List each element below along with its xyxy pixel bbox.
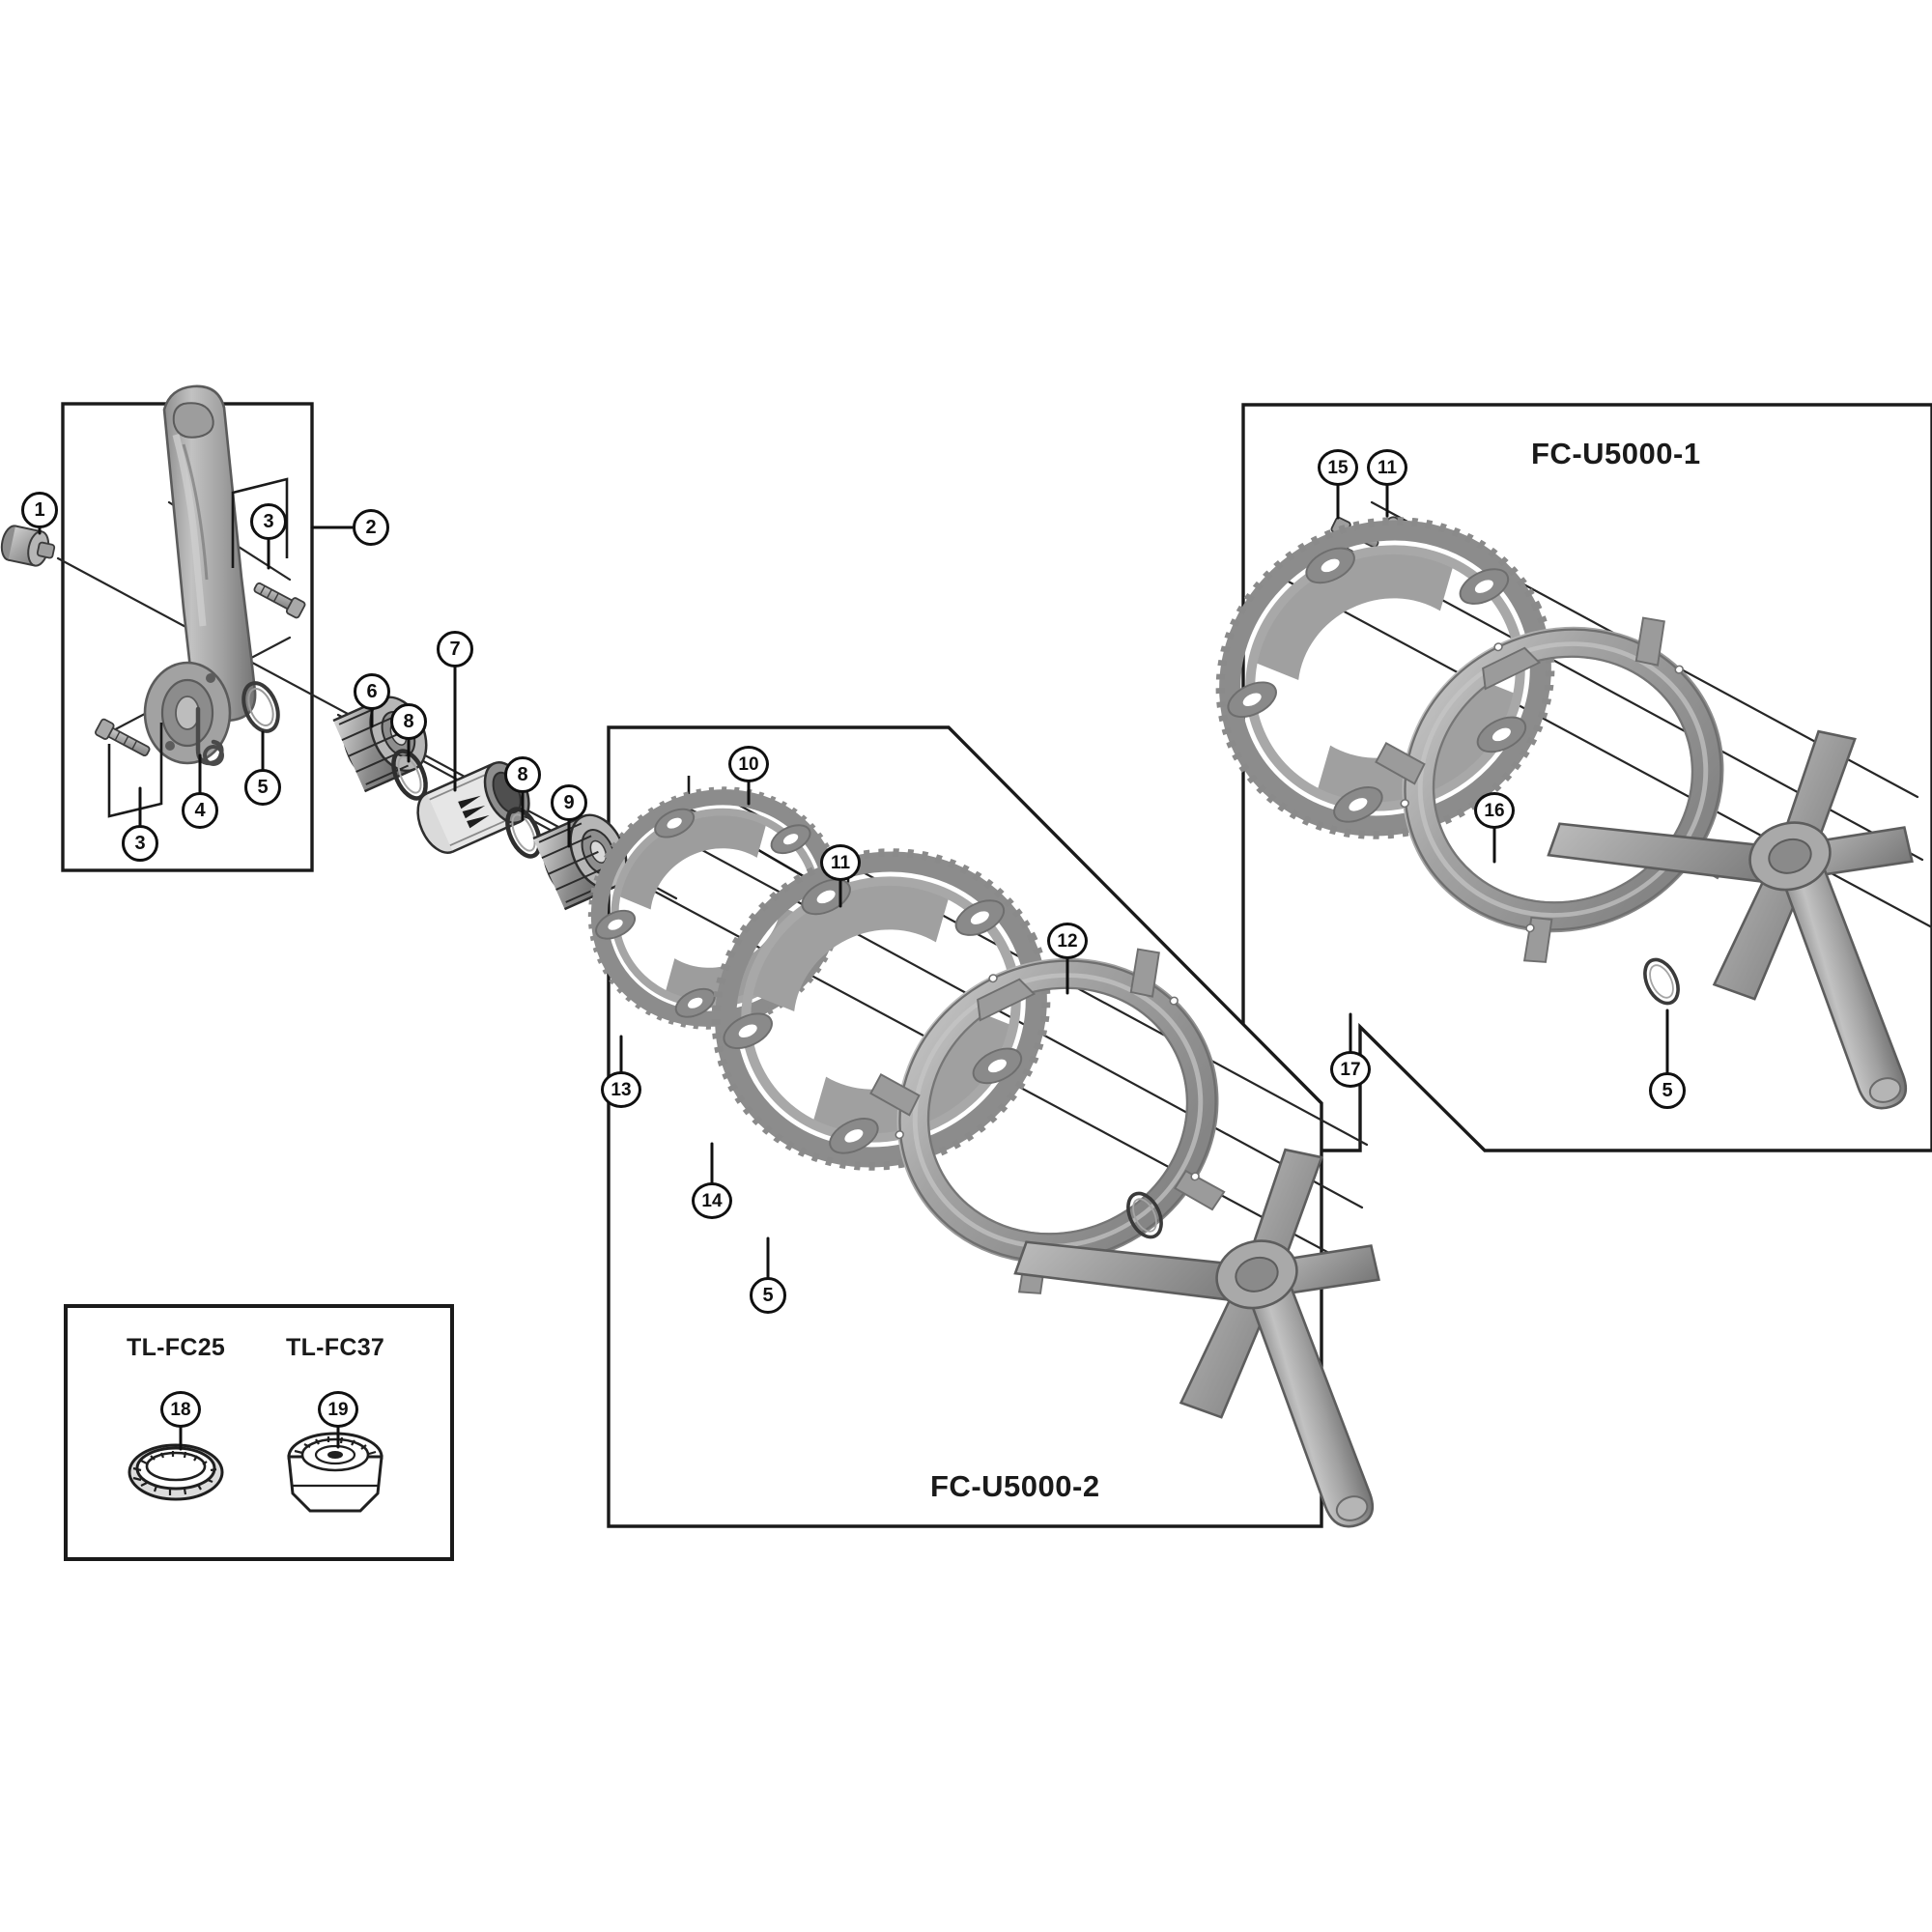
panel-label-fc-u5000-1: FC-U5000-1 — [1531, 437, 1701, 470]
part-3-bolt-upper — [253, 582, 306, 619]
panel-tools — [64, 1304, 454, 1561]
panel-label-fc-u5000-2: FC-U5000-2 — [930, 1469, 1100, 1503]
part-3-bolt-lower — [95, 718, 151, 757]
callout-2[interactable]: 2 — [353, 509, 389, 546]
callout-7[interactable]: 7 — [437, 631, 473, 668]
part-1-end-cap — [0, 525, 56, 567]
callout-11-u1[interactable]: 11 — [1367, 449, 1407, 486]
callout-8-left[interactable]: 8 — [390, 703, 427, 740]
part-8-ring-right — [505, 807, 542, 859]
callout-13[interactable]: 13 — [601, 1071, 641, 1108]
callout-15[interactable]: 15 — [1318, 449, 1358, 486]
callout-leaders — [38, 484, 1669, 1451]
part-5-o-ring-u2 — [1126, 1191, 1163, 1239]
callout-3-upper[interactable]: 3 — [250, 503, 287, 540]
callout-19[interactable]: 19 — [318, 1391, 358, 1428]
fc-u5000-1-assembly — [1167, 466, 1932, 1180]
callout-5-left[interactable]: 5 — [244, 769, 281, 806]
callout-17[interactable]: 17 — [1330, 1051, 1371, 1088]
tool-label-tl-fc37: TL-FC37 — [286, 1334, 385, 1361]
callout-1[interactable]: 1 — [21, 492, 58, 528]
part-2-left-crank-arm — [143, 384, 257, 765]
callout-16[interactable]: 16 — [1474, 792, 1515, 829]
tool-label-tl-fc25: TL-FC25 — [127, 1334, 226, 1361]
bracket-3-lower — [107, 723, 163, 818]
tool-19-tl-fc37 — [287, 1432, 384, 1513]
callout-11-u2[interactable]: 11 — [820, 844, 861, 881]
part-5-o-ring-u1 — [1643, 957, 1680, 1006]
callout-9[interactable]: 9 — [551, 784, 587, 821]
fc-u5000-2-assembly — [552, 749, 1446, 1599]
tool-18-tl-fc25 — [128, 1443, 224, 1501]
bottom-bracket-assembly — [331, 687, 639, 911]
callout-8-right[interactable]: 8 — [504, 756, 541, 793]
tools-artwork — [128, 1432, 384, 1513]
callout-4[interactable]: 4 — [182, 792, 218, 829]
callout-5-u1[interactable]: 5 — [1649, 1072, 1686, 1109]
callout-10[interactable]: 10 — [728, 746, 769, 782]
part-5-o-ring-left — [242, 681, 280, 733]
bracket-3-upper — [231, 477, 289, 568]
callout-12[interactable]: 12 — [1047, 923, 1088, 959]
callout-18[interactable]: 18 — [160, 1391, 201, 1428]
callout-6[interactable]: 6 — [354, 673, 390, 710]
part-8-ring-left — [391, 749, 428, 801]
callout-14[interactable]: 14 — [692, 1182, 732, 1219]
callout-3-lower[interactable]: 3 — [122, 825, 158, 862]
callout-5-u2[interactable]: 5 — [750, 1277, 786, 1314]
